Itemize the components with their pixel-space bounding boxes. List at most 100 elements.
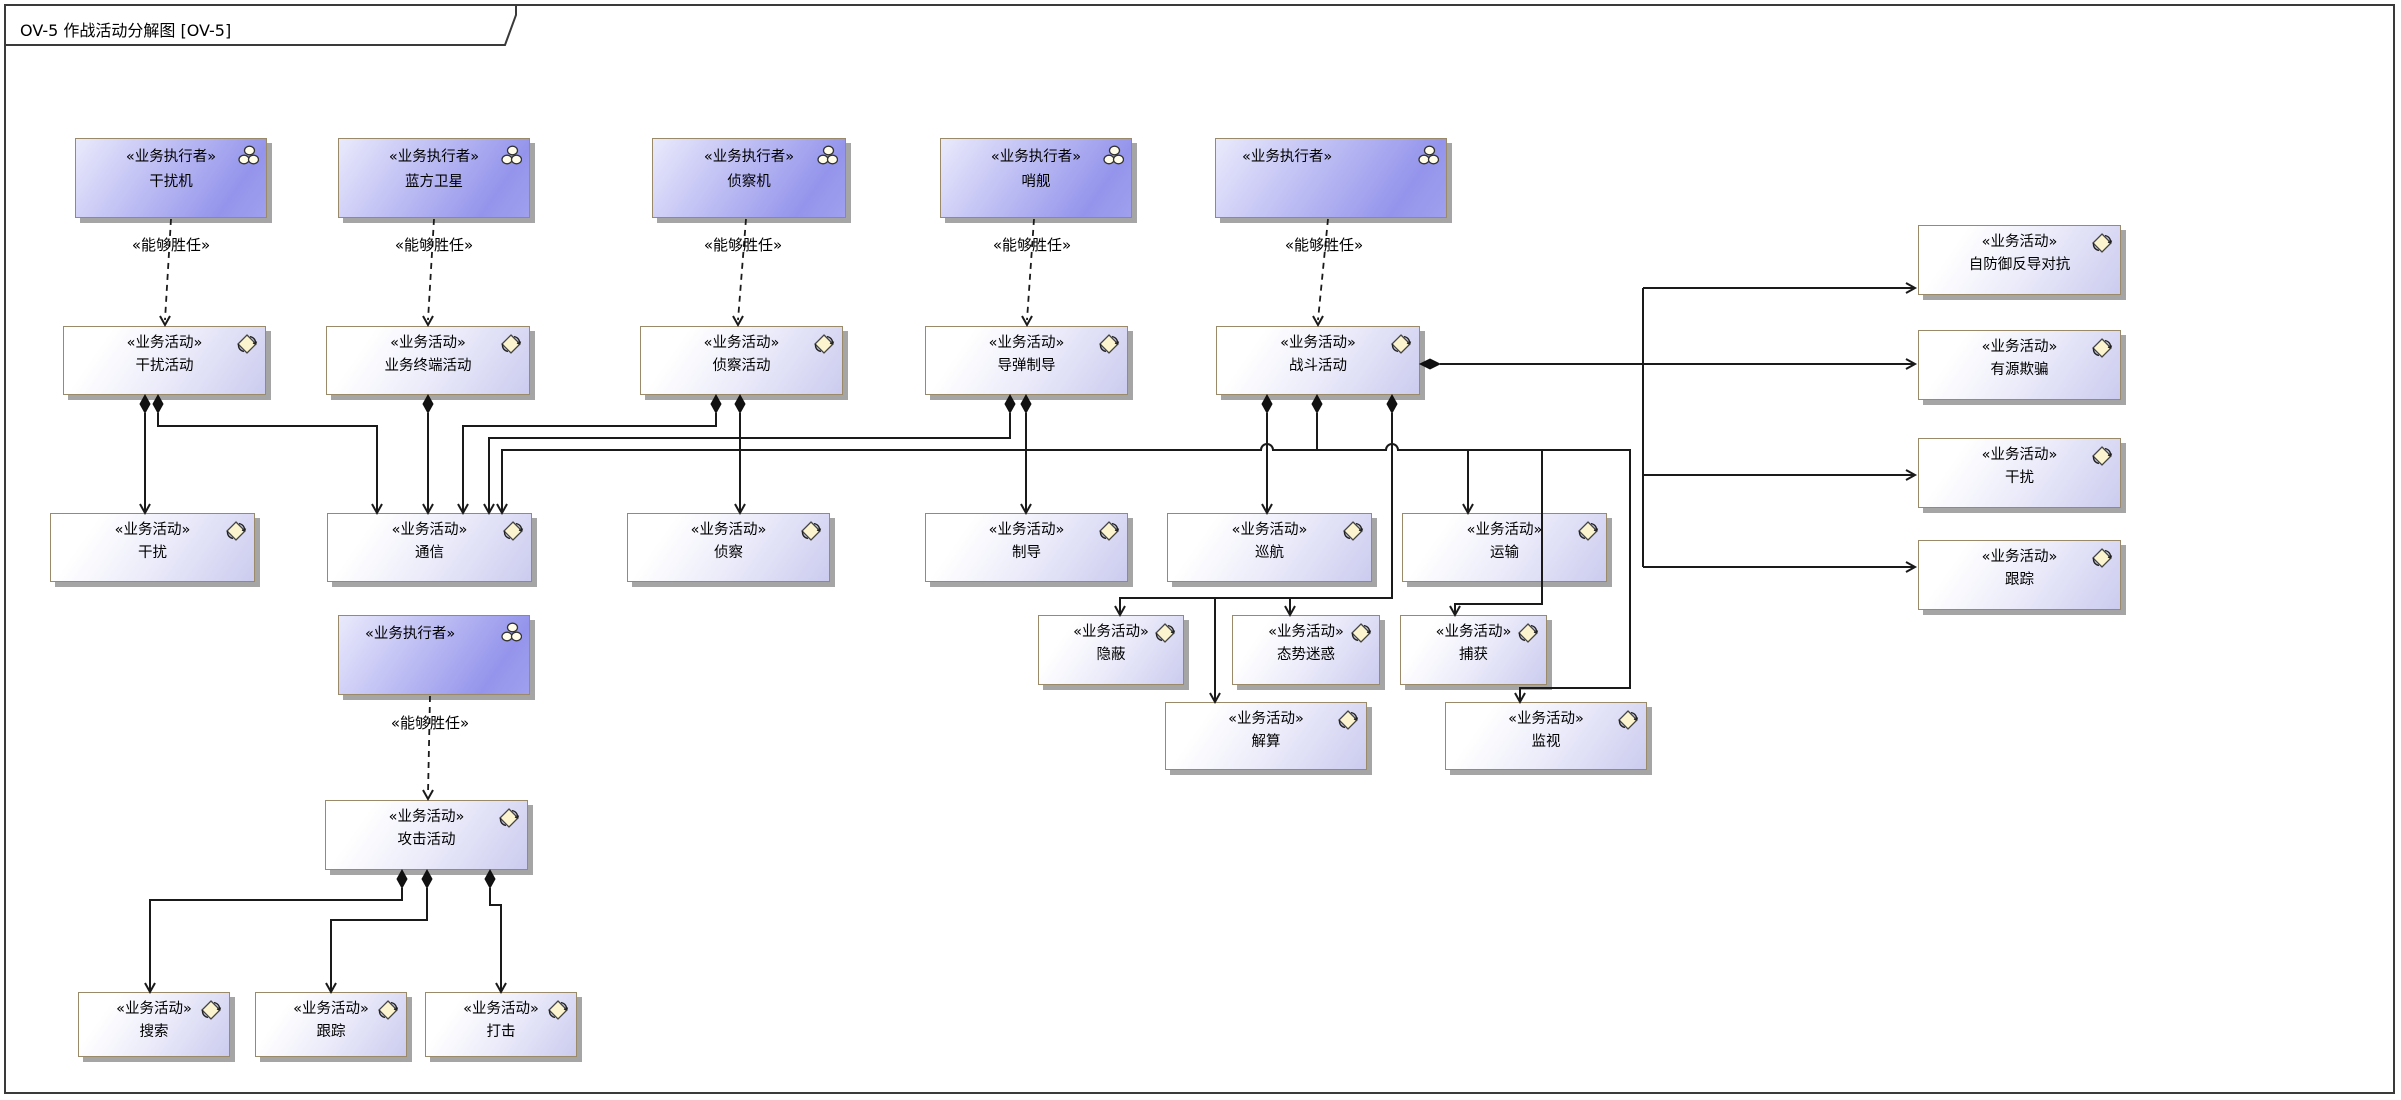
- node-name: 导弹制导: [997, 358, 1056, 375]
- activity-box-missile-guidance[interactable]: «业务活动» 导弹制导: [925, 326, 1128, 395]
- stereotype-label: «业务活动»: [1466, 522, 1543, 538]
- business-activity-icon: [1518, 623, 1539, 643]
- business-activity-icon: [378, 1000, 399, 1020]
- activity-box-strike[interactable]: «业务活动» 打击: [425, 992, 577, 1057]
- activity-box-jamming-activity[interactable]: «业务活动» 干扰活动: [63, 326, 266, 395]
- competence-edge-label: «能够胜任»: [992, 236, 1072, 254]
- frame-title-pentagon: [4, 4, 517, 46]
- stereotype-label: «业务活动»: [116, 1001, 192, 1017]
- business-activity-icon: [2092, 548, 2113, 568]
- activity-box-jamming-right[interactable]: «业务活动» 干扰: [1918, 438, 2121, 508]
- stereotype-label: «业务执行者»: [1242, 149, 1333, 165]
- activity-box-surveillance[interactable]: «业务活动» 监视: [1445, 702, 1647, 770]
- node-name: 干扰活动: [135, 358, 194, 375]
- node-name: 干扰: [138, 545, 167, 562]
- activity-box-recon-sub[interactable]: «业务活动» 侦察: [627, 513, 830, 582]
- business-actor-icon: [238, 145, 259, 165]
- activity-box-jamming-sub[interactable]: «业务活动» 干扰: [50, 513, 255, 582]
- business-activity-icon: [499, 808, 520, 828]
- activity-box-solution[interactable]: «业务活动» 解算: [1165, 702, 1367, 770]
- frame-title-tab: OV-5 作战活动分解图 [OV-5]: [4, 4, 519, 46]
- activity-box-tracking-right[interactable]: «业务活动» 跟踪: [1918, 540, 2121, 610]
- activity-box-combat-activity[interactable]: «业务活动» 战斗活动: [1216, 326, 1420, 395]
- business-activity-icon: [1618, 710, 1639, 730]
- activity-box-capture[interactable]: «业务活动» 捕获: [1400, 615, 1547, 685]
- node-name: 制导: [1012, 545, 1041, 562]
- stereotype-label: «业务活动»: [114, 522, 191, 538]
- business-activity-icon: [1578, 521, 1599, 541]
- business-activity-icon: [1343, 521, 1364, 541]
- actor-box-blue-satellite[interactable]: «业务执行者» 蓝方卫星: [338, 138, 530, 218]
- business-activity-icon: [237, 334, 258, 354]
- activity-box-attack-activity[interactable]: «业务活动» 攻击活动: [325, 800, 528, 870]
- node-name: 攻击活动: [397, 832, 456, 849]
- stereotype-label: «业务活动»: [126, 335, 203, 351]
- activity-box-tracking-bottom[interactable]: «业务活动» 跟踪: [255, 992, 407, 1057]
- node-name: 干扰: [2005, 470, 2034, 487]
- node-name: 隐蔽: [1096, 647, 1126, 664]
- actor-box-unnamed-1[interactable]: «业务执行者»: [1215, 138, 1447, 218]
- business-activity-icon: [201, 1000, 222, 1020]
- activity-box-cruise[interactable]: «业务活动» 巡航: [1167, 513, 1372, 582]
- node-name: 跟踪: [316, 1024, 346, 1041]
- business-actor-icon: [501, 622, 522, 642]
- node-name: 自防御反导对抗: [1968, 257, 2071, 274]
- stereotype-label: «业务活动»: [390, 335, 466, 351]
- stereotype-label: «业务活动»: [1435, 624, 1512, 640]
- activity-box-active-deception[interactable]: «业务活动» 有源欺骗: [1918, 330, 2121, 400]
- node-name: 运输: [1490, 545, 1519, 562]
- stereotype-label: «业务执行者»: [703, 149, 795, 165]
- node-name: 解算: [1251, 734, 1281, 751]
- activity-box-conceal[interactable]: «业务活动» 隐蔽: [1038, 615, 1184, 685]
- actor-box-picket-ship[interactable]: «业务执行者» 哨舰: [940, 138, 1132, 218]
- business-actor-icon: [817, 145, 838, 165]
- node-name: 侦察: [714, 545, 743, 562]
- stereotype-label: «业务活动»: [1280, 335, 1356, 351]
- business-activity-icon: [2092, 233, 2113, 253]
- stereotype-label: «业务活动»: [388, 809, 465, 825]
- stereotype-label: «业务活动»: [463, 1001, 539, 1017]
- stereotype-label: «业务执行者»: [990, 149, 1082, 165]
- business-activity-icon: [501, 334, 522, 354]
- actor-box-recon-aircraft[interactable]: «业务执行者» 侦察机: [652, 138, 846, 218]
- node-name: 搜索: [139, 1024, 169, 1041]
- stereotype-label: «业务执行者»: [388, 149, 480, 165]
- activity-box-transport[interactable]: «业务活动» 运输: [1402, 513, 1607, 582]
- competence-edge-label: «能够胜任»: [131, 236, 211, 254]
- activity-box-terminal-activity[interactable]: «业务活动» 业务终端活动: [326, 326, 530, 395]
- node-name: 打击: [486, 1024, 516, 1041]
- actor-box-unnamed-2[interactable]: «业务执行者»: [338, 615, 530, 695]
- stereotype-label: «业务活动»: [703, 335, 780, 351]
- competence-edge-label: «能够胜任»: [703, 236, 783, 254]
- activity-box-situation-confusion[interactable]: «业务活动» 态势迷惑: [1232, 615, 1380, 685]
- activity-box-search[interactable]: «业务活动» 搜索: [78, 992, 230, 1057]
- stereotype-label: «业务活动»: [1231, 522, 1308, 538]
- business-activity-icon: [1099, 521, 1120, 541]
- node-name: 通信: [415, 545, 444, 562]
- activity-box-communication[interactable]: «业务活动» 通信: [327, 513, 532, 582]
- activity-box-guidance[interactable]: «业务活动» 制导: [925, 513, 1128, 582]
- stereotype-label: «业务活动»: [988, 522, 1065, 538]
- node-name: 跟踪: [2005, 572, 2034, 589]
- competence-edge-label: «能够胜任»: [1284, 236, 1364, 254]
- business-activity-icon: [548, 1000, 569, 1020]
- stereotype-label: «业务活动»: [391, 522, 468, 538]
- stereotype-label: «业务活动»: [1981, 549, 2058, 565]
- stereotype-label: «业务活动»: [1981, 234, 2058, 250]
- activity-box-recon-activity[interactable]: «业务活动» 侦察活动: [640, 326, 843, 395]
- node-name: 蓝方卫星: [405, 174, 463, 191]
- stereotype-label: «业务活动»: [1508, 711, 1584, 727]
- business-activity-icon: [1338, 710, 1359, 730]
- node-name: 业务终端活动: [384, 358, 472, 375]
- activity-box-self-defense[interactable]: «业务活动» 自防御反导对抗: [1918, 225, 2121, 295]
- stereotype-label: «业务活动»: [1981, 447, 2058, 463]
- diagram-frame: [4, 4, 2395, 1094]
- business-activity-icon: [814, 334, 835, 354]
- actor-box-jammer[interactable]: «业务执行者» 干扰机: [75, 138, 267, 218]
- node-name: 战斗活动: [1289, 358, 1347, 375]
- stereotype-label: «业务活动»: [1228, 711, 1304, 727]
- stereotype-label: «业务活动»: [293, 1001, 369, 1017]
- business-actor-icon: [1418, 145, 1439, 165]
- node-name: 态势迷惑: [1277, 647, 1335, 664]
